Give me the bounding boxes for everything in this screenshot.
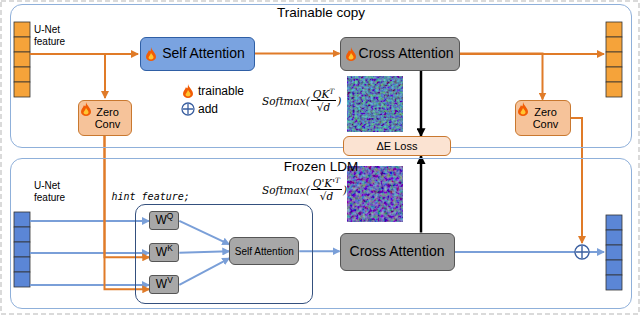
box-label: WK: [156, 246, 173, 259]
softmax-formula: Softmax(QKT√d): [262, 88, 341, 113]
superscript: K: [167, 243, 173, 253]
flame-icon: [80, 102, 92, 116]
feature-stack: [606, 22, 622, 97]
connector-arrow: [255, 53, 340, 55]
formula-numerator: Q'K'T: [311, 177, 342, 190]
formula-text: QK: [313, 88, 329, 100]
box-label: Self Attention: [235, 246, 294, 257]
formula-text: Softmax(: [262, 184, 310, 196]
box-text: Cross Attention: [359, 45, 454, 61]
feature-label: U-Net feature: [34, 180, 76, 204]
box-label: WV: [156, 278, 173, 291]
connector-arrow: [179, 251, 229, 253]
box-text: Self Attention: [162, 45, 245, 61]
add-symbol: [182, 103, 194, 115]
box-text: Self Attention: [235, 246, 294, 257]
feature-stack: [14, 22, 30, 97]
process-box: Self Attention: [229, 237, 299, 265]
connector-arrow: [179, 221, 229, 245]
weight-box: WV: [149, 275, 179, 294]
box-text: Cross Attention: [350, 243, 445, 259]
attention-block: hint feature;WQWKWVSelf Attention: [135, 204, 313, 304]
formula-text: T: [329, 87, 334, 96]
connector-arrow: [460, 54, 543, 100]
process-box: ΔE Loss: [343, 136, 451, 156]
formula-text: √d: [317, 101, 330, 113]
process-box: Cross Attention: [340, 37, 460, 71]
band-title: Frozen LDM: [11, 159, 631, 175]
box-text: Zero Conv: [95, 106, 121, 130]
flame-icon: [345, 47, 357, 61]
feature-label: U-Net feature: [34, 24, 76, 48]
attention-map: [347, 76, 403, 132]
connector-arrow: [420, 71, 423, 137]
box-text: W: [155, 213, 166, 227]
legend-text: add: [198, 102, 218, 117]
flow-line: [30, 221, 604, 285]
model-band: Trainable copySelf Attention Cross Attent…: [10, 4, 632, 148]
weight-box: WK: [149, 243, 179, 262]
box-text: W: [156, 245, 167, 259]
formula-numerator: QKT: [311, 88, 336, 101]
box-label: Cross Attention: [350, 244, 445, 259]
box-label: WQ: [155, 214, 173, 227]
flow-line: [30, 54, 604, 243]
attention-map: [347, 166, 403, 222]
process-box: Self Attention: [140, 37, 255, 71]
formula-text: ): [337, 95, 341, 107]
weight-box: WQ: [149, 211, 179, 230]
box-label: Self Attention: [162, 46, 245, 61]
connector-arrow: [420, 156, 423, 233]
formula-text: Softmax(: [262, 95, 310, 107]
flame-icon: [145, 47, 157, 61]
box-text: Zero Conv: [533, 106, 559, 130]
box-text: ΔE Loss: [377, 140, 418, 152]
box-label: Zero Conv: [525, 106, 567, 130]
formula-fraction: Q'K'T√d: [311, 177, 342, 202]
box-label: ΔE Loss: [377, 140, 418, 152]
flame-icon: [183, 84, 193, 98]
formula-fraction: QKT√d: [311, 88, 336, 113]
superscript: Q: [167, 211, 174, 221]
process-box: Cross Attention: [340, 233, 455, 271]
formula-text: T: [335, 176, 340, 185]
flame-icon: [517, 102, 529, 116]
connector-arrow: [179, 258, 229, 285]
formula-text: √d: [320, 190, 333, 202]
superscript: V: [167, 275, 173, 285]
connector-arrow: [299, 250, 339, 252]
block-heading: hint feature;: [112, 191, 190, 203]
process-box: Zero Conv: [78, 100, 132, 136]
legend-text: trainable: [198, 84, 244, 99]
formula-text: ): [343, 184, 347, 196]
box-text: W: [156, 277, 167, 291]
add-symbol: [575, 245, 589, 259]
band-title: Trainable copy: [11, 5, 631, 21]
feature-stack: [14, 212, 30, 287]
feature-stack: [606, 215, 622, 290]
formula-text: Q'K': [313, 177, 335, 189]
box-label: Cross Attention: [359, 46, 454, 61]
box-label: Zero Conv: [88, 106, 128, 130]
process-box: Zero Conv: [515, 100, 571, 136]
softmax-formula: Softmax(Q'K'T√d): [262, 177, 347, 202]
